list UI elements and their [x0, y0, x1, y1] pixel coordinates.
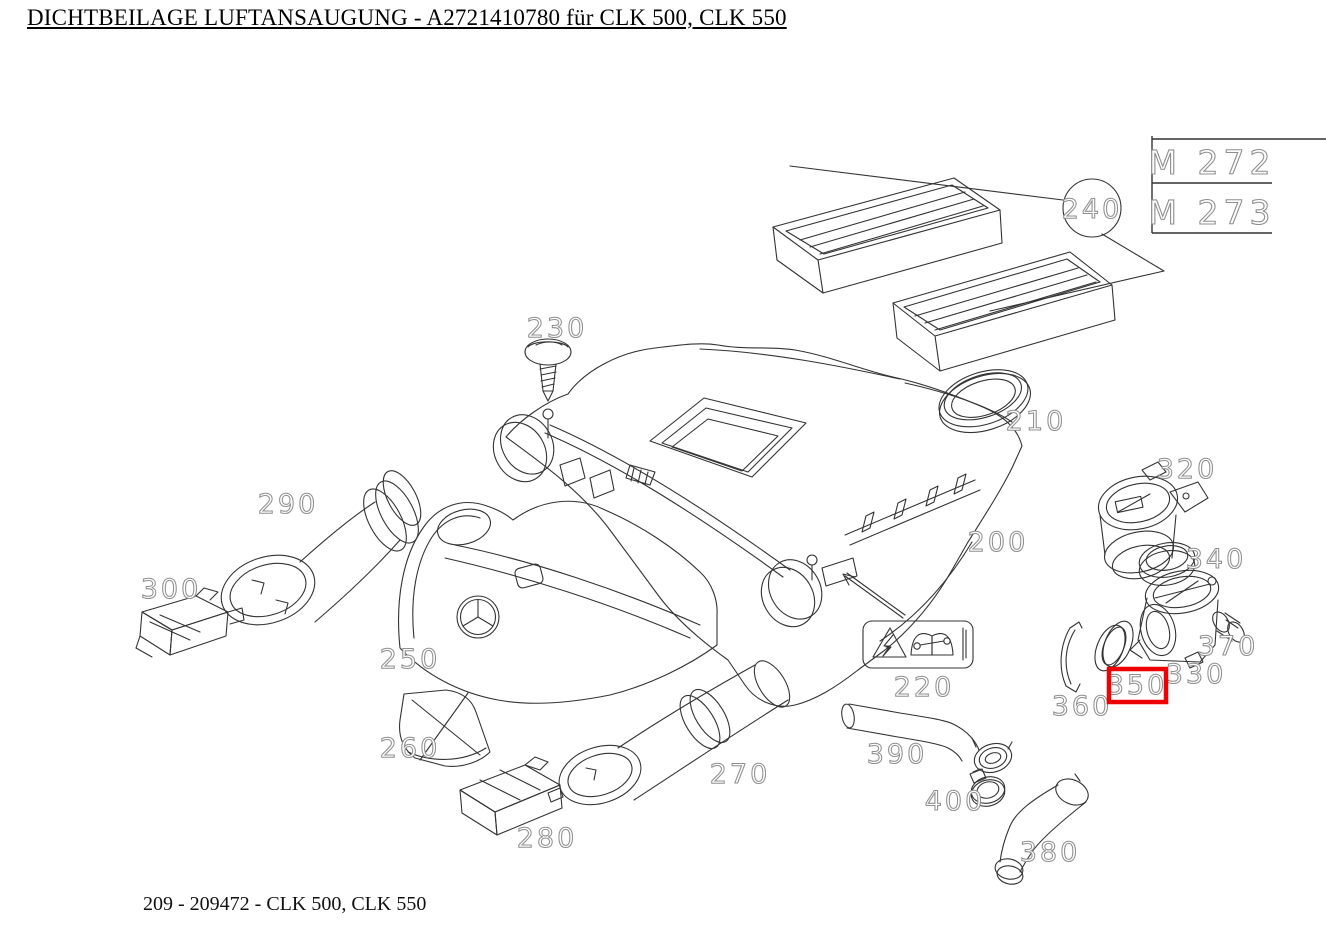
air-duct-left-art [220, 470, 422, 626]
callout-240-leader [789, 165, 1165, 312]
air-hose-art [994, 773, 1089, 885]
mass-air-flow-sensor-art [1097, 461, 1209, 580]
sticker-small-text [962, 627, 967, 661]
air-filter-element-lower-art [892, 251, 1116, 372]
highlight-box-350 [1106, 666, 1169, 705]
callout-290[interactable]: 290 [257, 488, 319, 520]
plug-art [1212, 611, 1245, 643]
callout-320[interactable]: 320 [1156, 453, 1218, 485]
engine-variant-table: M 272 M 273 [1148, 136, 1326, 234]
manual-book-wrench-icon [910, 633, 954, 656]
air-cleaner-housing-art [492, 343, 1023, 707]
air-filter-element-upper-art [772, 177, 1003, 294]
bracket-art [459, 756, 564, 836]
callout-260[interactable]: 260 [379, 732, 441, 764]
callout-230[interactable]: 230 [526, 312, 588, 344]
engine-code-m273: M 273 [1149, 193, 1276, 232]
air-duct-right-art [558, 660, 791, 806]
mount-bracket-art [135, 587, 245, 658]
sealing-sleeve-art [1094, 620, 1134, 672]
callout-220[interactable]: 220 [893, 671, 955, 703]
high-voltage-warning-icon [872, 627, 907, 658]
footer-model-info: 209 - 209472 - CLK 500, CLK 550 [143, 893, 427, 915]
page-title: DICHTBEILAGE LUFTANSAUGUNG - A2721410780… [27, 5, 787, 30]
mercedes-star-icon [456, 595, 500, 639]
callout-210[interactable]: 210 [1005, 405, 1067, 437]
callout-380[interactable]: 380 [1019, 836, 1081, 868]
callout-240[interactable]: 240 [1061, 193, 1123, 225]
callout-330[interactable]: 330 [1165, 658, 1227, 690]
sticker-pointer-arrow [842, 572, 906, 619]
throttle-body-art [1129, 569, 1220, 669]
engine-code-m272: M 272 [1149, 143, 1276, 182]
seal-ring-art [938, 369, 1032, 434]
callout-250[interactable]: 250 [379, 643, 441, 675]
callout-370[interactable]: 370 [1197, 630, 1259, 662]
callout-350-highlighted[interactable]: 350 [1106, 669, 1168, 701]
hose-clamp-art [969, 768, 1006, 807]
callout-270[interactable]: 270 [709, 758, 771, 790]
callout-300[interactable]: 300 [140, 573, 202, 605]
callout-200[interactable]: 200 [967, 526, 1029, 558]
cover-wedge-art [398, 689, 491, 767]
retaining-clip-art [1060, 621, 1083, 693]
callout-360[interactable]: 360 [1051, 690, 1113, 722]
collar-ring-art [1138, 542, 1196, 586]
screw-art [524, 338, 572, 402]
warning-sticker-art [862, 620, 974, 669]
callout-340[interactable]: 340 [1185, 543, 1247, 575]
engine-cover-art [398, 500, 718, 704]
vent-pipe-art [841, 703, 1013, 774]
callout-400[interactable]: 400 [924, 785, 986, 817]
callout-390[interactable]: 390 [866, 738, 928, 770]
callout-280[interactable]: 280 [516, 822, 578, 854]
